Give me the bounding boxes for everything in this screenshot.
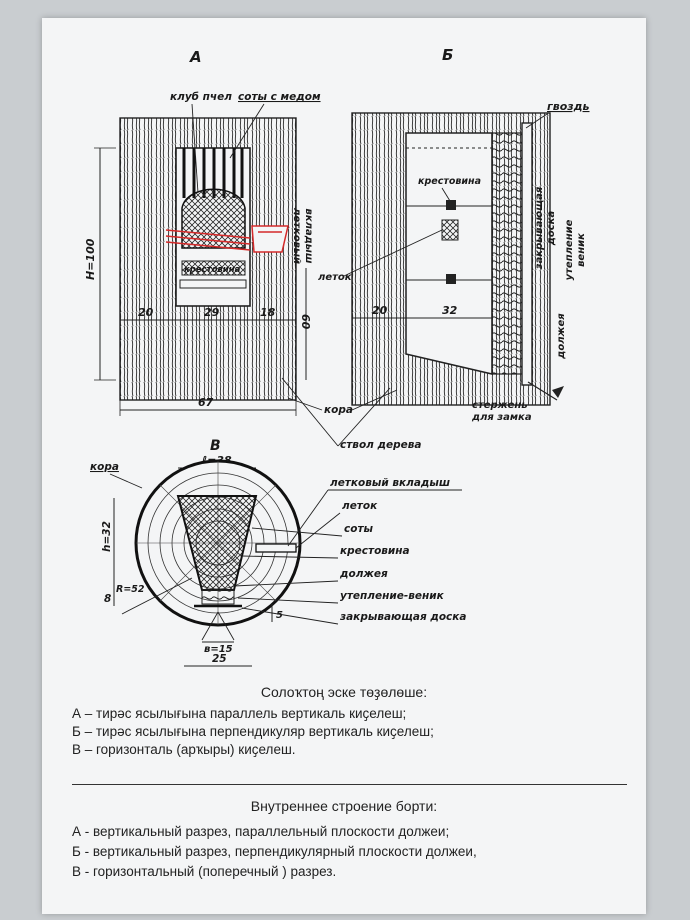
dim-width-bottom: в=15 [204, 644, 233, 655]
caption-russian-title: Внутреннее строение борти: [250, 798, 438, 814]
callout-combs: соты [344, 523, 374, 535]
cavity-b [405, 132, 493, 375]
insulation-broom-b [491, 132, 523, 375]
label-rod-1: стержень [472, 400, 528, 411]
callout-crosspiece: крестовина [340, 545, 410, 557]
caption-kazakh-title: Солоҡтоң эске төҙөлөше: [260, 684, 428, 700]
dim-radius-v: R=52 [116, 584, 145, 595]
caption-russian-line-v: В - горизонтальный (поперечный ) разрез. [72, 864, 337, 879]
hive-diagram: А клуб пчел соты с медом [84, 46, 590, 667]
label-bark-center: кора [324, 404, 353, 416]
dim-67-a: 67 [198, 396, 214, 409]
dim-8-v: 8 [104, 593, 111, 605]
label-bee-club: клуб пчел [170, 91, 232, 103]
label-trunk: ствол дерева [340, 439, 421, 451]
label-entrance-b: леток [318, 272, 352, 283]
panel-b-section: Б гвоздь крестовина леток закрывающая до… [318, 46, 590, 423]
label-entrance-insert-1: летковый [291, 208, 302, 264]
dim-25-v: 25 [212, 653, 227, 665]
crosspiece-band-a [181, 260, 246, 276]
divider-rule [72, 784, 627, 785]
callout-dolzheya: должея [339, 568, 388, 580]
panel-a-section: А клуб пчел соты с медом [84, 48, 321, 416]
callout-insulation: утепление-веник [340, 590, 445, 602]
dim-5-v: 5 [276, 610, 283, 621]
panel-a-letter: А [189, 48, 202, 66]
label-bark-v: кора [90, 461, 119, 473]
label-rod-2: для замка [471, 412, 532, 423]
dim-32-b: 32 [442, 304, 458, 317]
label-insulation-2: веник [576, 233, 587, 267]
label-entrance-insert-2: вкладыш [303, 209, 314, 264]
label-crosspiece-b: крестовина [418, 176, 481, 187]
label-insulation-1: утепление [564, 219, 575, 280]
dim-20-b: 20 [372, 304, 388, 317]
entrance-slot-v [255, 543, 297, 553]
caption-kazakh-line-b: Б – тирәс ясылығына перпендикуляр вертик… [72, 724, 434, 739]
dim-height-v: h=32 [101, 521, 113, 552]
dim-60-a: 60 [299, 314, 312, 330]
poster-sheet: А клуб пчел соты с медом [42, 18, 646, 914]
panel-b-letter: Б [442, 46, 453, 64]
callout-entrance: леток [342, 500, 378, 512]
callout-closing-board: закрывающая доска [339, 611, 466, 623]
dim-18-a: 18 [260, 306, 276, 319]
caption-kazakh-line-a: А – тирәс ясылығына параллель вертикаль … [72, 706, 407, 721]
label-closing-board-2: доска [546, 211, 557, 247]
label-closing-board-1: закрывающая [534, 186, 545, 270]
callout-entrance-insert: летковый вкладыш [330, 477, 450, 489]
caption-russian-line-a: А - вертикальный разрез, параллельный пл… [72, 824, 450, 839]
entrance-insert-red [165, 225, 289, 253]
caption-kazakh-line-v: В – горизонталь (арҡыры) киҫелеш. [72, 742, 296, 757]
label-honeycombs: соты с медом [238, 91, 321, 103]
closing-board-b [521, 122, 533, 386]
dim-20-a: 20 [138, 306, 154, 319]
label-crosspiece-a: крестовина [184, 265, 241, 275]
bee-club-a [181, 188, 246, 249]
center-callouts: кора ствол дерева [281, 377, 421, 451]
caption-russian-line-b: Б - вертикальный разрез, перпендикулярны… [72, 844, 477, 859]
label-dolzheya-b: должея [556, 313, 567, 360]
panel-v-section: В ℓ=38 кора h=32 8 R=52 [90, 438, 466, 667]
insulation-v [201, 589, 235, 605]
panel-v-letter: В [210, 438, 221, 454]
v-callouts: летковый вкладыш леток соты крестовина д… [233, 477, 466, 625]
dim-29-a: 29 [204, 306, 220, 319]
dim-height-a: Н=100 [84, 238, 97, 280]
label-nail: гвоздь [547, 100, 590, 113]
